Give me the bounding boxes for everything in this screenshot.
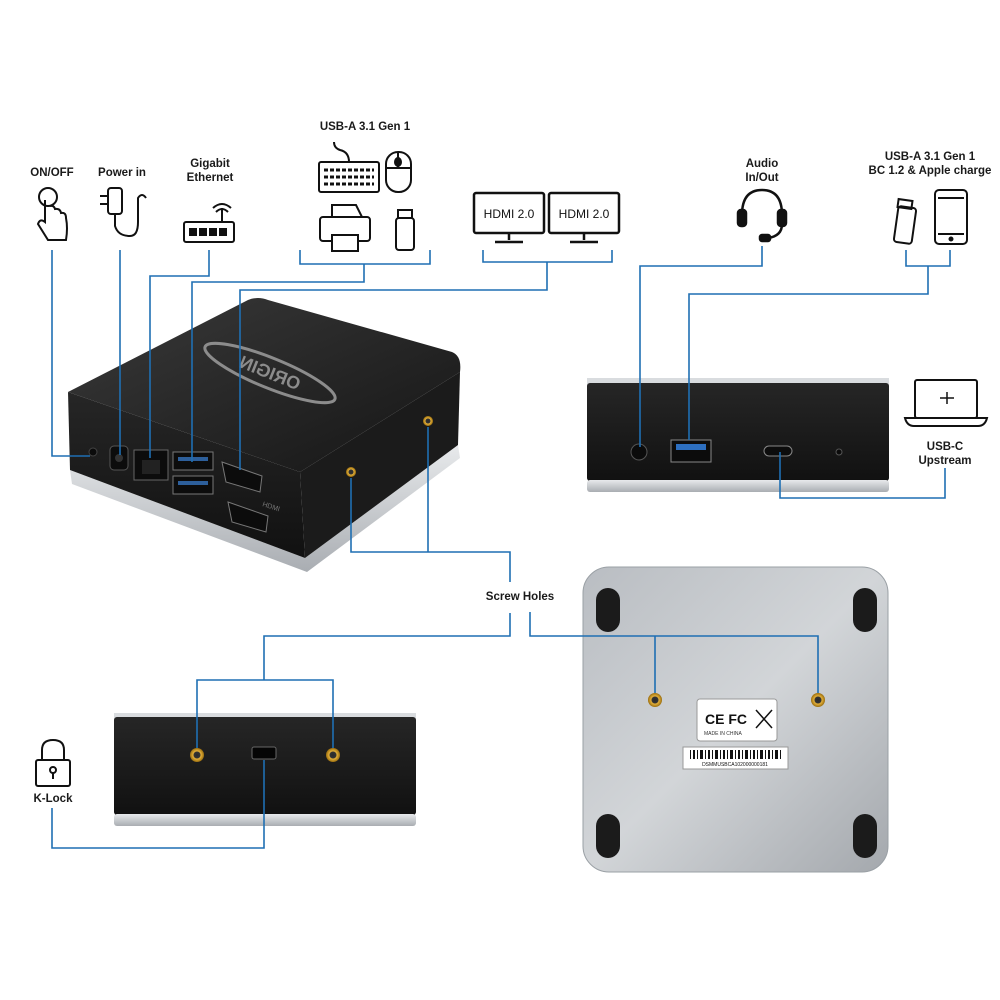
rubber-foot: [596, 814, 620, 858]
audio-label: Audio In/Out: [745, 158, 779, 184]
connector-lines: [51, 246, 951, 849]
laptop-icon: [903, 379, 989, 427]
connector-screw-bottom: [529, 612, 819, 693]
serial-number: DSMMUSBCA102000000181: [702, 762, 768, 768]
usb-a-port: [670, 439, 712, 463]
rubber-foot: [596, 588, 620, 632]
screw-holes-label: Screw Holes: [485, 591, 555, 603]
headset-icon: [736, 188, 788, 243]
monitor-icon: [472, 191, 546, 244]
weee-bin-icon: [755, 709, 773, 729]
reset-pinhole: [835, 448, 843, 456]
power-adapter-icon: [100, 187, 147, 238]
monitor-icon: [547, 191, 621, 244]
printer-icon: [319, 204, 371, 252]
main-device: ORIGIN HDMI: [68, 298, 461, 572]
router-icon: [183, 203, 235, 243]
barcode: [690, 750, 781, 759]
rubber-foot: [853, 814, 877, 858]
connector-audio: [639, 246, 763, 447]
finger-press-icon: [36, 187, 68, 241]
screw-hole: [190, 748, 204, 762]
power-in-label: Power in: [98, 167, 146, 179]
connector-screw-main: [350, 427, 511, 582]
main-device-side: [300, 372, 460, 558]
padlock-icon: [35, 738, 71, 787]
usb-stick-icon: [892, 197, 918, 245]
screw-hole: [648, 693, 662, 707]
usb-c-port: [763, 445, 793, 457]
screw-hole: [346, 467, 356, 477]
smartphone-icon: [934, 189, 968, 245]
underside-device: CE FC MADE IN CHINA DSMMUSBCA10200000018…: [582, 566, 889, 873]
side-device-body: [587, 383, 889, 481]
hdmi-port-1: [221, 461, 263, 493]
hdmi-port-2: [227, 501, 269, 533]
hdmi-1-label: HDMI 2.0: [484, 207, 535, 221]
back-device-body: [114, 717, 416, 815]
usb-stick-icon: [395, 209, 415, 251]
on-off-label: ON/OFF: [30, 167, 74, 179]
k-lock-label: K-Lock: [33, 793, 73, 805]
connector-k-lock: [51, 760, 265, 849]
usb-c-upstream-label: USB-C Upstream: [918, 441, 972, 467]
connector-usb-c: [779, 452, 946, 499]
ce-label: [696, 698, 778, 742]
connector-screw-back: [196, 613, 511, 748]
main-device-top: [68, 298, 461, 472]
connector-hdmi: [239, 250, 613, 470]
k-lock-slot: [251, 746, 277, 760]
screw-hole: [811, 693, 825, 707]
back-device-base: [114, 814, 416, 826]
power-button: [88, 447, 98, 457]
main-device-base: [70, 445, 460, 572]
connector-usb-charge: [688, 250, 951, 440]
rubber-foot: [853, 588, 877, 632]
audio-jack: [630, 443, 648, 461]
connector-on-off: [51, 250, 90, 457]
side-view-device: [587, 378, 889, 492]
gigabit-ethernet-label: Gigabit Ethernet: [186, 158, 234, 184]
connector-usb-a: [191, 250, 431, 462]
side-device-base: [587, 480, 889, 492]
back-view-device: [114, 713, 416, 826]
mouse-icon: [385, 151, 412, 193]
hdmi-2-label: HDMI 2.0: [559, 207, 610, 221]
screw-hole: [326, 748, 340, 762]
screw-hole: [423, 416, 433, 426]
made-in: MADE IN CHINA: [704, 731, 742, 737]
usb-a-charge-label: USB-A 3.1 Gen 1 BC 1.2 & Apple charge: [868, 151, 992, 177]
ce-marks: CE FC: [705, 711, 747, 727]
usb-a-gen1-label: USB-A 3.1 Gen 1: [319, 121, 411, 133]
connector-ethernet: [149, 250, 210, 458]
keyboard-icon: [318, 141, 380, 193]
